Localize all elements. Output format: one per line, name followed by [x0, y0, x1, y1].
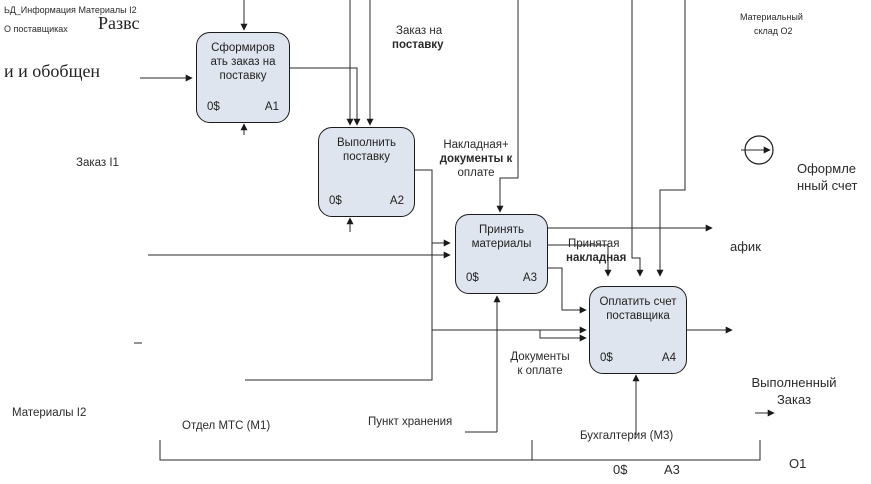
- arrow-control-a4-2: [656, 0, 686, 277]
- overlap-top-left-2: О поставщиках: [4, 24, 68, 34]
- arrow-docs-to-a4: [539, 330, 587, 342]
- box-cost: 0$: [207, 101, 220, 113]
- box-number: A4: [661, 352, 676, 364]
- box-cost: 0$: [329, 195, 342, 207]
- box-title: Сформиров ать заказ на поставку: [210, 42, 276, 82]
- label-mechanism-2: Пункт хранения: [368, 416, 453, 428]
- overlap-top-right-1: Материальный: [740, 12, 803, 22]
- box-cost: 0$: [600, 352, 613, 364]
- label-mechanism-1: Отдел МТС (M1): [182, 420, 271, 432]
- label-out-graph: афик: [730, 239, 761, 254]
- activity-box-a3[interactable]: Принять материалы 0$ A3: [455, 214, 548, 294]
- label-accepted-line1: Принятая: [568, 238, 620, 250]
- label-invoice: Накладная+ документы к оплате: [439, 139, 513, 179]
- label-order-input: Заказ I1: [76, 157, 119, 169]
- arrow-control-a4-1: [631, 0, 644, 277]
- box-number: A2: [389, 195, 404, 207]
- mechanism-bracket: [159, 440, 761, 461]
- box-title: Оплатить счет поставщика: [599, 296, 677, 322]
- box-number: A1: [264, 101, 279, 113]
- circle-arrow-icon: [741, 135, 774, 165]
- label-materials-input: Материалы I2: [12, 407, 87, 419]
- frame-o1: O1: [789, 456, 807, 471]
- label-docs: Документы к оплате: [510, 351, 570, 377]
- box-title: Выполнить поставку: [336, 137, 397, 163]
- label-order-line1: Заказ на: [396, 25, 443, 37]
- arrow-a3-to-a4-control: [548, 244, 612, 277]
- label-order-line2: поставку: [392, 39, 444, 51]
- label-accepted-line2: накладная: [566, 252, 627, 264]
- label-out-done: Выполненный Заказ: [751, 375, 837, 407]
- activity-box-a2[interactable]: Выполнить поставку 0$ A2: [318, 127, 415, 217]
- activity-box-a4[interactable]: Оплатить счет поставщика 0$ A4: [589, 286, 687, 374]
- activity-box-a1[interactable]: Сформиров ать заказ на поставку 0$ A1: [196, 32, 290, 123]
- arrow-materials: [245, 330, 433, 381]
- overlap-top-left-1: ЬД_Информация Материалы I2: [4, 5, 137, 15]
- arrow-a1-to-a2: [290, 67, 361, 126]
- label-out-invoice: Оформле нный счет: [797, 161, 858, 193]
- label-mechanism-3: Бухгалтерия (M3): [580, 430, 674, 442]
- arrow-a3-to-a4-input: [548, 267, 587, 314]
- box-title: Принять материалы: [471, 224, 532, 250]
- frame-number: A3: [664, 462, 680, 477]
- arrow-control-a3: [496, 0, 519, 213]
- overlap-top-right-2: склад О2: [754, 26, 793, 36]
- box-cost: 0$: [466, 272, 479, 284]
- frame-cost: 0$: [613, 462, 628, 477]
- arrow-a2-to-a3: [415, 169, 451, 247]
- overlap-heading-fragment: Развс: [98, 13, 140, 33]
- box-number: A3: [522, 272, 537, 284]
- partial-left-text: и и обобщен: [4, 61, 101, 81]
